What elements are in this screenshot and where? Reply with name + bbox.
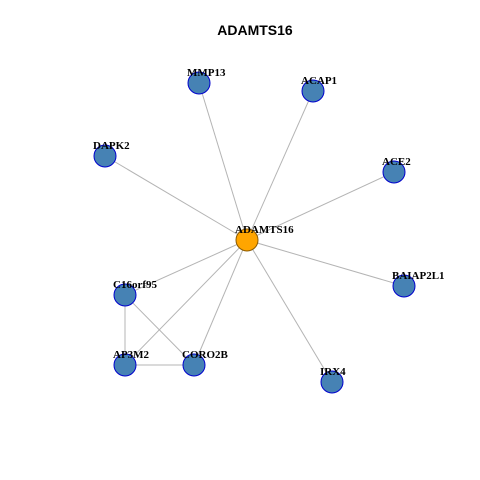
node-label-dapk2: DAPK2: [93, 140, 130, 152]
edge-adamts16-c16orf95: [124, 239, 248, 296]
node-mmp13: [187, 71, 211, 95]
node-acap1: [301, 79, 325, 103]
node-label-c16orf95: C16orf95: [113, 279, 157, 291]
diagram-title: ADAMTS16: [217, 22, 293, 38]
edge-adamts16-coro2b: [193, 239, 248, 366]
edge-adamts16-dapk2: [104, 155, 248, 241]
edge-adamts16-acap1: [246, 90, 314, 241]
node-label-coro2b: CORO2B: [182, 349, 229, 361]
node-layer: [93, 71, 416, 394]
node-irx4: [320, 370, 344, 394]
node-label-acap1: ACAP1: [301, 75, 337, 87]
node-label-ap3m2: AP3M2: [113, 349, 150, 361]
node-ace2: [382, 160, 406, 184]
node-ap3m2: [113, 353, 137, 377]
node-label-ace2: ACE2: [382, 156, 411, 168]
edge-adamts16-ace2: [246, 171, 395, 241]
edge-adamts16-baiap2l1: [246, 239, 405, 287]
node-c16orf95: [113, 283, 137, 307]
edge-c16orf95-coro2b: [124, 294, 195, 366]
node-adamts16: [235, 228, 259, 252]
node-baiap2l1: [392, 274, 416, 298]
node-label-adamts16: ADAMTS16: [235, 224, 294, 236]
node-coro2b: [182, 353, 206, 377]
node-label-irx4: IRX4: [320, 366, 346, 378]
node-dapk2: [93, 144, 117, 168]
edge-adamts16-ap3m2: [124, 239, 248, 366]
edge-adamts16-irx4: [246, 239, 333, 383]
node-label-mmp13: MMP13: [187, 67, 226, 79]
edge-adamts16-mmp13: [198, 82, 248, 241]
node-label-baiap2l1: BAIAP2L1: [392, 270, 445, 282]
